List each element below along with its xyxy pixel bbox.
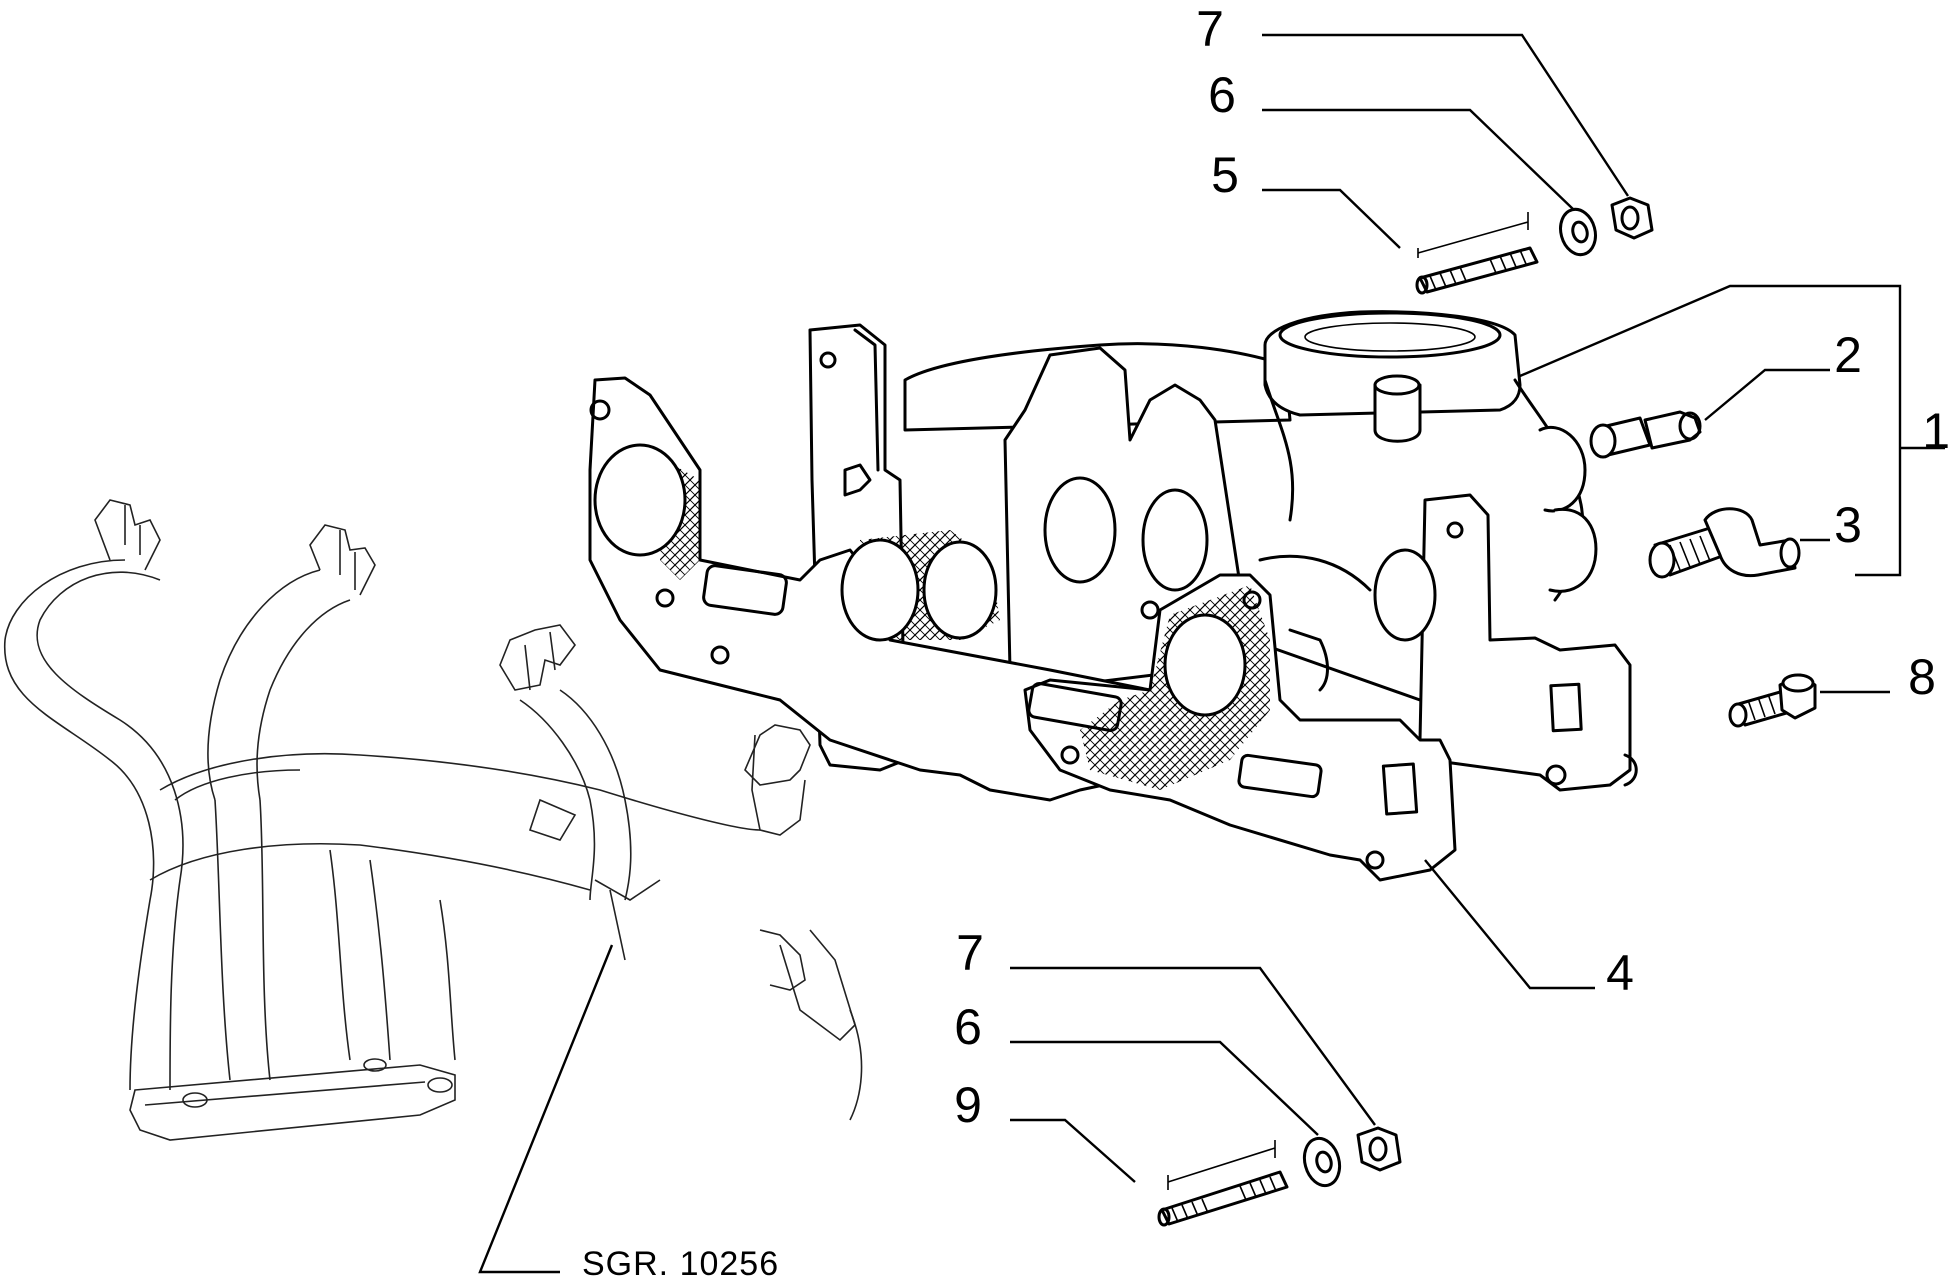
callout-4: 4	[1606, 945, 1634, 1001]
washer-top	[1559, 207, 1597, 257]
callout-6-top: 6	[1208, 67, 1236, 123]
stud-top	[1415, 212, 1539, 295]
callout-6-bottom: 6	[954, 999, 982, 1055]
callout-labels: 7 6 5 2 1 3 8 4 7 6 9 SGR. 10256	[582, 1, 1950, 1278]
manifold-gasket	[588, 376, 1457, 882]
callout-1: 1	[1922, 403, 1950, 459]
callout-3: 3	[1834, 497, 1862, 553]
exhaust-manifold-ghost	[4, 499, 863, 1141]
stud-bottom	[1157, 1140, 1289, 1227]
nut-bottom	[1356, 1126, 1402, 1172]
nut-top	[1610, 196, 1654, 240]
callout-7-bottom: 7	[956, 925, 984, 981]
callout-2: 2	[1834, 327, 1862, 383]
drawing-reference-code: SGR. 10256	[582, 1245, 779, 1278]
leader-lines	[478, 33, 1945, 1274]
callout-7-top: 7	[1196, 1, 1224, 57]
callout-5: 5	[1211, 147, 1239, 203]
callout-8: 8	[1908, 649, 1936, 705]
callout-9: 9	[954, 1077, 982, 1133]
washer-bottom	[1302, 1136, 1342, 1188]
hose-fitting	[1589, 410, 1702, 459]
elbow-fitting	[1648, 507, 1801, 579]
banjo-bolt	[1728, 673, 1817, 728]
